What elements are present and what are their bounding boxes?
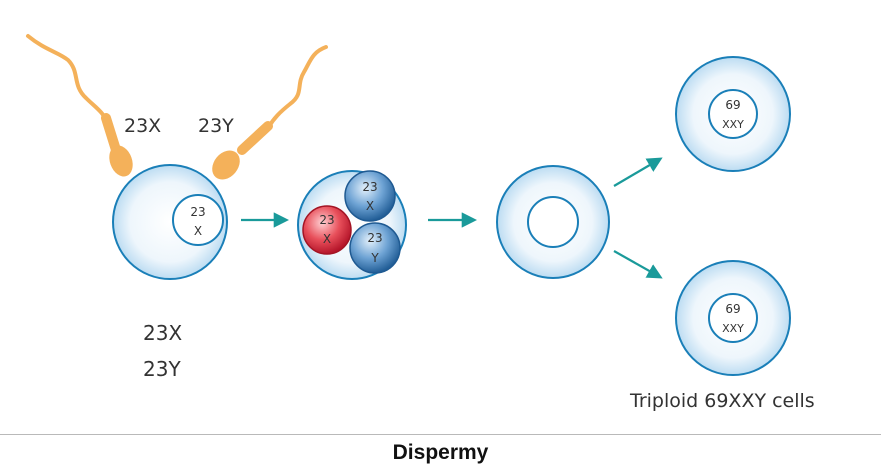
daughter-bottom-number: 69 <box>725 302 740 316</box>
pronucleus-paternal-x: 23 X <box>344 170 396 222</box>
pronucleus-2-number: 23 <box>362 180 377 194</box>
daughter-cell-bottom: 69 XXY <box>675 260 791 376</box>
caption-divider <box>0 434 881 435</box>
pronucleus-1-number: 23 <box>319 213 334 227</box>
pronucleus-1-chromosome: X <box>323 232 331 246</box>
sperm-label-right: 23Y <box>198 115 234 137</box>
daughter-top-number: 69 <box>725 98 740 112</box>
daughter-top-nucleus <box>708 89 758 139</box>
arrow-down <box>613 250 663 279</box>
sperm-right-tail <box>266 45 328 130</box>
figure-caption: Dispermy <box>392 441 489 464</box>
karyotype-line-1: 23X <box>143 321 182 345</box>
daughter-cell-top: 69 XXY <box>675 56 791 172</box>
sperm-left-head <box>109 145 133 177</box>
sperm-right-midpiece <box>237 121 273 155</box>
sperm-left <box>26 34 133 177</box>
sperm-right <box>212 45 328 180</box>
egg-cell: 23 X <box>112 164 228 280</box>
pronucleus-3-chromosome: Y <box>370 251 379 265</box>
egg-nucleus <box>172 194 224 246</box>
sperm-left-midpiece <box>101 113 121 155</box>
egg-nucleus-chromosome: X <box>194 224 202 238</box>
pronucleus-3-number: 23 <box>367 231 382 245</box>
sperm-right-head <box>212 150 240 180</box>
egg-nucleus-number: 23 <box>190 205 205 219</box>
tripronuclear-zygote: 23 X 23 X 23 Y <box>297 170 407 280</box>
arrow-up <box>613 157 663 187</box>
sperm-left-tail <box>26 34 110 127</box>
pronucleus-2-chromosome: X <box>366 199 374 213</box>
daughter-bottom-chromosomes: XXY <box>722 322 744 335</box>
daughter-bottom-nucleus <box>708 293 758 343</box>
karyotype-line-2: 23Y <box>143 357 181 381</box>
pronucleus-maternal-x: 23 X <box>302 205 352 255</box>
intermediate-nucleus <box>527 196 579 248</box>
intermediate-cell <box>496 165 610 279</box>
pronucleus-paternal-y: 23 Y <box>349 222 401 274</box>
result-label: Triploid 69XXY cells <box>629 390 815 412</box>
daughter-top-chromosomes: XXY <box>722 118 744 131</box>
sperm-label-left: 23X <box>124 115 161 137</box>
